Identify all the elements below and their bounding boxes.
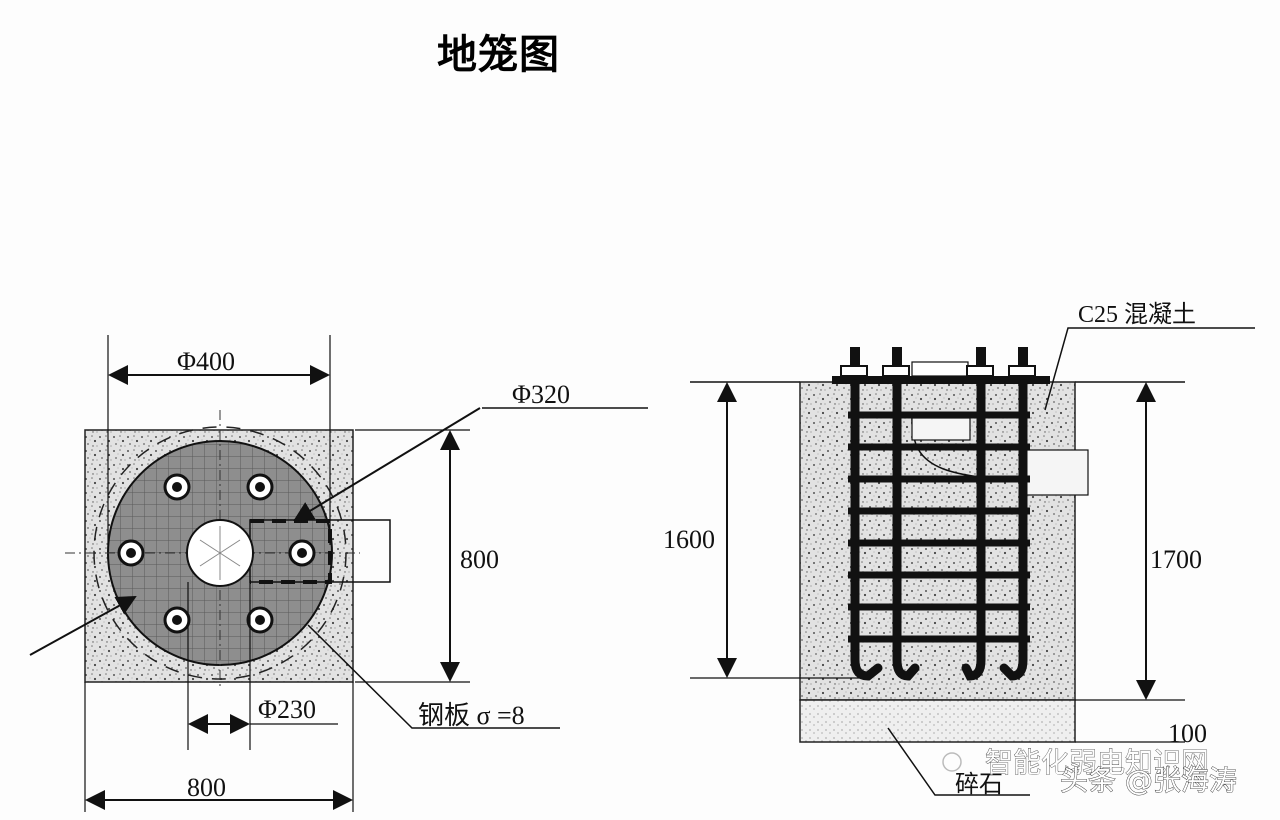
dim-100-label: 100 bbox=[1168, 719, 1207, 748]
leader-bolt bbox=[29, 596, 137, 656]
dim-800-right-label: 800 bbox=[460, 545, 499, 574]
concrete-grade-label: C25 混凝土 bbox=[1078, 301, 1196, 328]
conduit-dashed bbox=[250, 519, 332, 584]
drawing-title: 地笼图 bbox=[437, 32, 560, 78]
section-view: C25 混凝土 1600 1700 100 碎石 bbox=[663, 301, 1255, 798]
plan-view: Φ400 Φ320 800 Φ230 钢板 σ =8 800 bbox=[29, 335, 648, 812]
watermark: 智能化弱电知识网 头条 @张海涛 bbox=[942, 746, 1237, 797]
section-bolts bbox=[840, 347, 1036, 377]
conduit-exit bbox=[1019, 449, 1089, 496]
dim-800-bottom-label: 800 bbox=[187, 773, 226, 802]
leader-concrete bbox=[1044, 327, 1255, 411]
watermark-line1: 智能化弱电知识网 bbox=[985, 746, 1209, 779]
top-steel-plate bbox=[832, 376, 1050, 384]
conduit-top bbox=[911, 417, 971, 441]
bolt-4 bbox=[288, 539, 316, 567]
bolt-6 bbox=[246, 606, 274, 634]
leader-steel-plate bbox=[307, 624, 560, 729]
stirrups bbox=[848, 411, 1030, 643]
bolt-2 bbox=[246, 473, 274, 501]
dim-d320-label: Φ320 bbox=[512, 380, 570, 409]
dim-d400-label: Φ400 bbox=[177, 347, 235, 376]
gravel-label: 碎石 bbox=[955, 771, 1003, 798]
dim-1700-label: 1700 bbox=[1150, 545, 1202, 574]
bolt-5 bbox=[163, 606, 191, 634]
dim-d230-label: Φ230 bbox=[258, 695, 316, 724]
gravel-layer bbox=[799, 699, 1076, 743]
bolt-1 bbox=[163, 473, 191, 501]
bolt-3 bbox=[117, 539, 145, 567]
leader-gravel bbox=[887, 727, 1030, 796]
dim-1600-label: 1600 bbox=[663, 525, 715, 554]
anchor-bolts bbox=[117, 473, 316, 634]
leader-d320 bbox=[293, 407, 481, 522]
steel-plate-label: 钢板 σ =8 bbox=[418, 701, 525, 730]
watermark-icon bbox=[942, 752, 962, 772]
vertical-rebars bbox=[850, 379, 1028, 681]
watermark-line2: 头条 @张海涛 bbox=[1060, 764, 1237, 797]
